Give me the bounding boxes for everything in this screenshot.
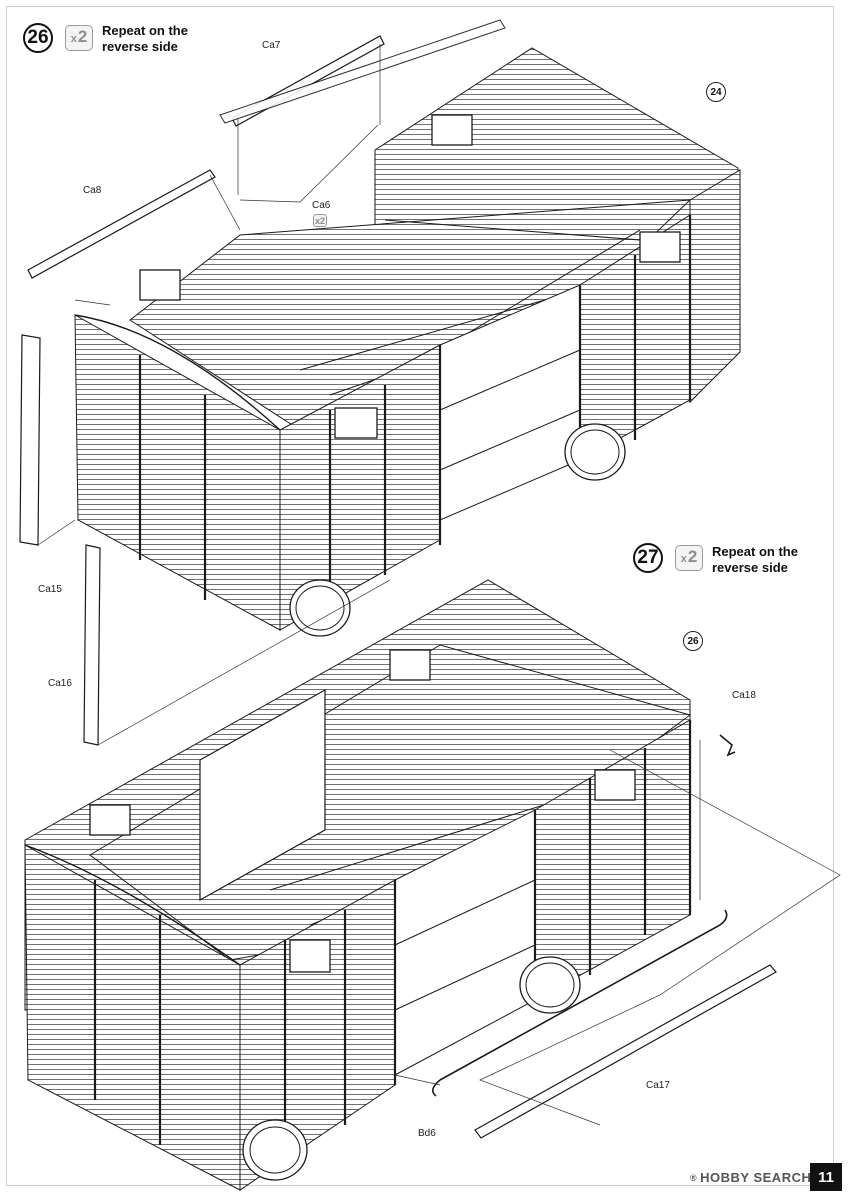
reference-step-26: 26 [683, 631, 703, 651]
far-end-wall-26 [689, 169, 741, 404]
wagon-step-26 [19, 19, 741, 746]
multiplier-prefix: x [680, 553, 687, 565]
part-ca16 [83, 544, 101, 746]
step-27-number: 27 [633, 543, 663, 573]
label-ca15: Ca15 [38, 584, 62, 595]
part-ca8 [27, 169, 216, 279]
multiplier-count: 2 [687, 547, 698, 566]
step-26-instruction: Repeat on the reverse side [102, 23, 188, 54]
hobby-search-watermark: ® HOBBY SEARCH [690, 1170, 811, 1185]
page-border [6, 6, 834, 1186]
step-27-instruction: Repeat on the reverse side [712, 544, 798, 575]
label-ca6: Ca6 [312, 200, 331, 211]
label-ca7: Ca7 [262, 40, 281, 51]
multiplier-prefix: x [70, 33, 77, 45]
label-bd6: Bd6 [418, 1128, 436, 1139]
ca6-quantity-badge: x2 [313, 214, 327, 227]
part-ca17 [474, 964, 777, 1139]
part-ca18 [719, 734, 736, 757]
reference-step-24: 24 [706, 82, 726, 102]
registered-mark: ® [690, 1172, 698, 1183]
part-ca15 [19, 334, 41, 546]
label-ca8: Ca8 [83, 185, 102, 196]
part-bd6 [439, 909, 728, 1081]
label-ca17: Ca17 [646, 1080, 670, 1091]
page-number: 11 [810, 1163, 842, 1191]
wagon-step-27 [24, 579, 841, 1191]
label-ca18: Ca18 [732, 690, 756, 701]
step-26-multiplier-badge: x 2 [65, 25, 93, 51]
watermark-text: HOBBY SEARCH [700, 1170, 812, 1185]
multiplier-count: 2 [77, 27, 88, 46]
step-26-number: 26 [23, 23, 53, 53]
label-ca16: Ca16 [48, 678, 72, 689]
step-27-multiplier-badge: x 2 [675, 545, 703, 571]
